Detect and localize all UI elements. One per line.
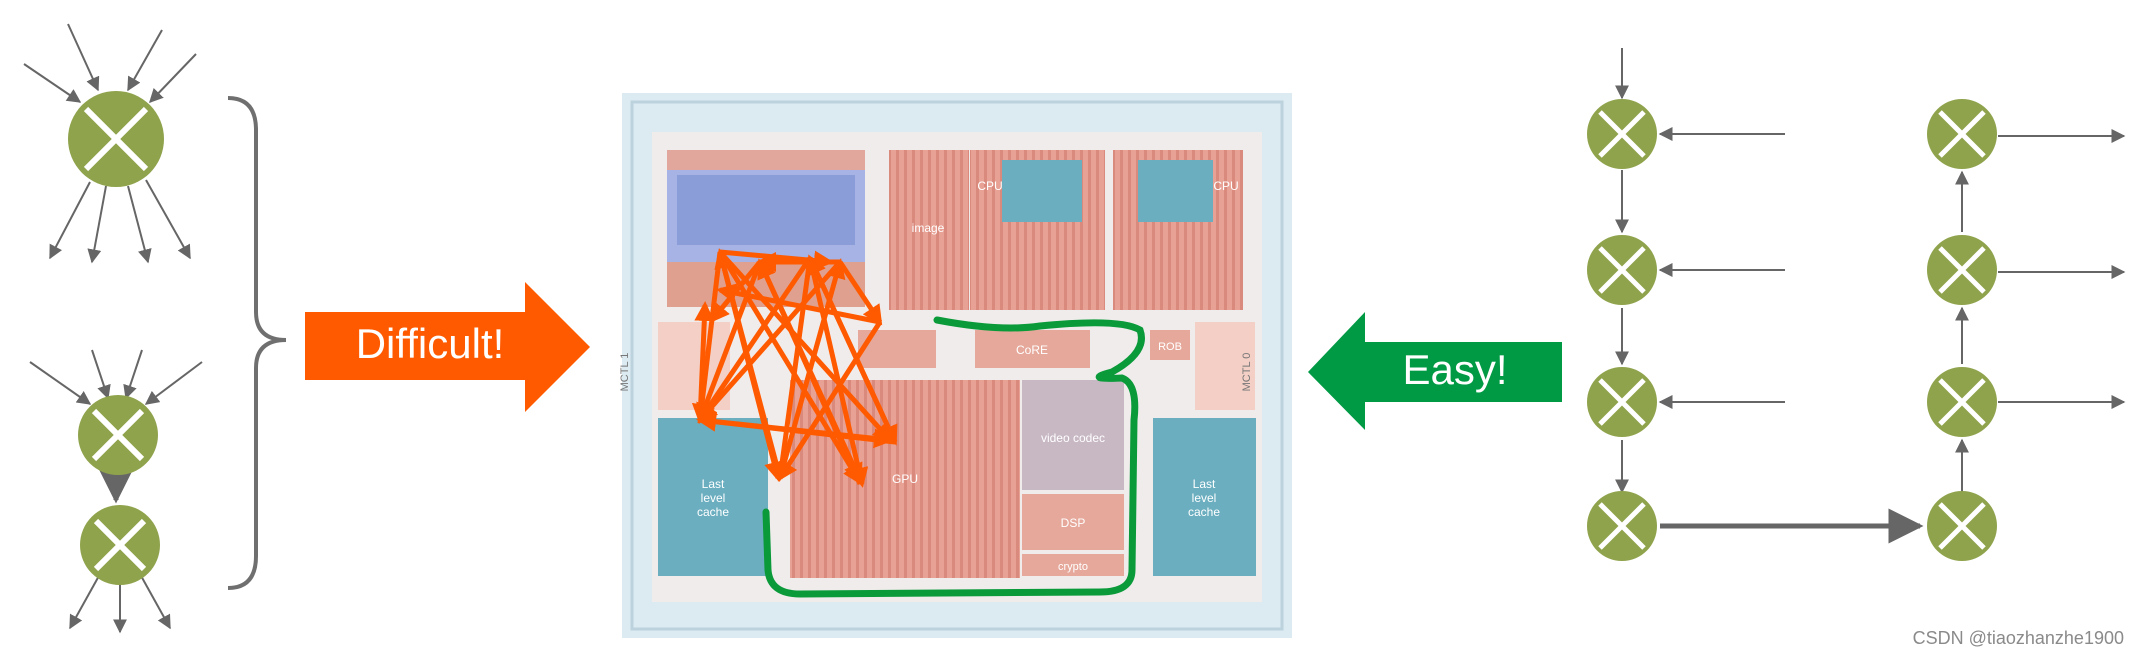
node-icon [1587,235,1657,305]
difficult-arrow [305,282,590,412]
easy-route-line [762,316,1145,598]
node-edges-middle [29,349,203,634]
easy-label: Easy! [1402,346,1508,393]
chip-label-cpu-right: CPU [1213,179,1238,193]
curly-brace [227,96,287,590]
difficult-label: Difficult! [355,320,505,367]
chip-label-dsp: DSP [1061,516,1086,530]
node-edges-right [1615,48,2126,544]
watermark: CSDN @tiaozhanzhe1900 [1912,628,2124,648]
node-icon [1927,491,1997,561]
chip-label-mctl-right: MCTL 0 [1241,353,1253,392]
chip-label-llc-right-3: cache [1188,505,1220,519]
node-icon [1927,99,1997,169]
chip-label-llc-left-3: cache [697,505,729,519]
node-edges-top [23,23,197,264]
right-node-group [1587,48,2126,561]
node-icon [1587,491,1657,561]
chip-floorplan: image CPU CPU MCTL 1 CoRE ROB MCTL 0 Las… [619,93,1292,638]
chip-label-core: CoRE [1016,343,1048,357]
difficult-mesh-edges [691,248,898,488]
chip-label-mctl-left: MCTL 1 [619,353,631,392]
node-icon [80,505,160,585]
node-icon [68,91,164,187]
chip-label-llc-right-1: Last [1193,477,1216,491]
node-icon [1587,99,1657,169]
node-icon [1587,367,1657,437]
chip-label-crypto: crypto [1058,561,1088,573]
chip-label-llc-right-2: level [1192,491,1217,505]
chip-label-image: image [912,221,945,235]
chip-label-llc-left-2: level [701,491,726,505]
node-icon [1927,367,1997,437]
chip-label-video-codec: video codec [1041,431,1105,445]
node-icon [1927,235,1997,305]
easy-arrow [1308,312,1562,430]
node-icon [78,395,158,475]
chip-label-rob: ROB [1158,341,1182,353]
chip-label-cpu-left: CPU [977,179,1002,193]
left-node-group [23,23,287,634]
chip-label-gpu: GPU [892,472,918,486]
chip-label-llc-left-1: Last [702,477,725,491]
